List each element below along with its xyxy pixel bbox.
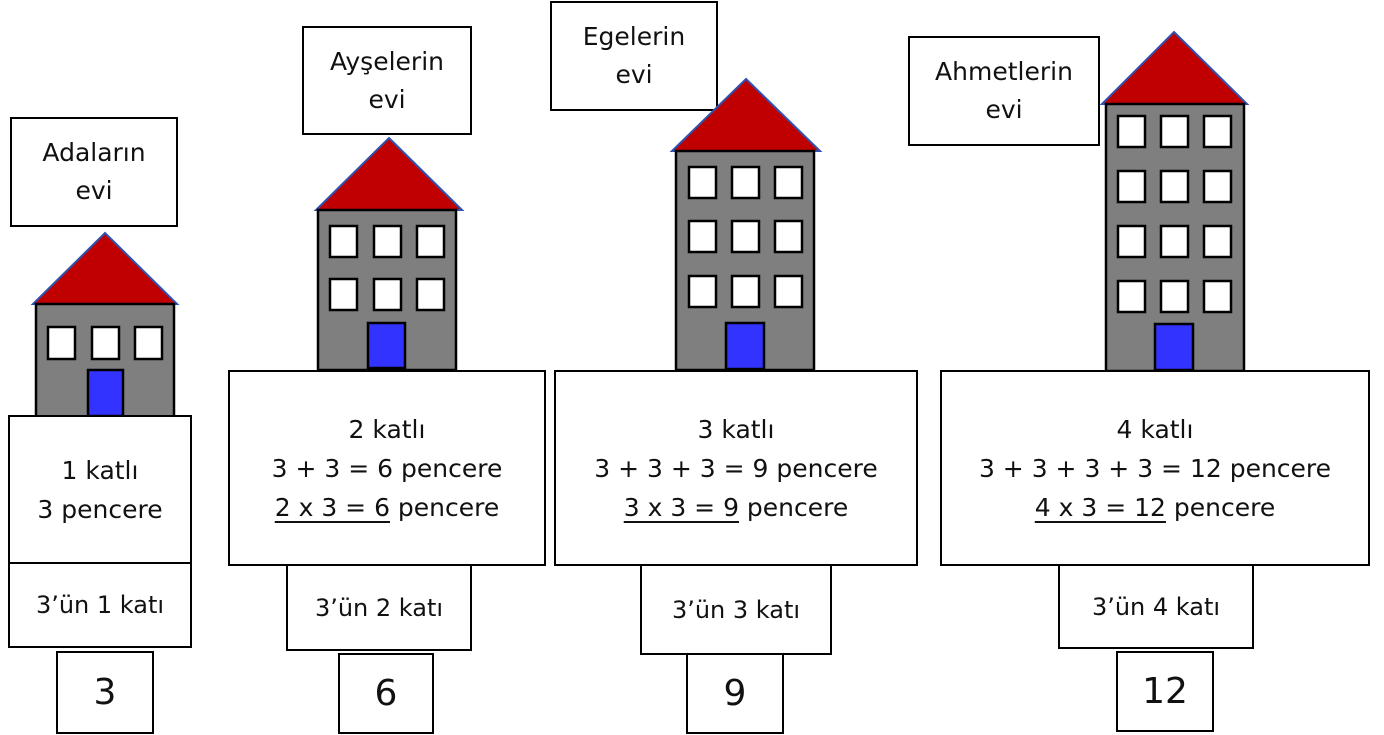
house-3-floors: 3 katlı (697, 414, 775, 444)
house-3-name-box: Egelerin evi (550, 1, 718, 111)
house-4-window (1202, 224, 1233, 259)
house-2-multiplication-rest: pencere (389, 492, 500, 522)
house-4-multiple-label: 3’ün 4 katı (1091, 592, 1221, 621)
house-1-name-line2: evi (75, 176, 113, 205)
house-3-door (724, 321, 766, 371)
house-2-window (328, 224, 359, 259)
house-1-name-box: Adaların evi (10, 117, 178, 227)
house-4-window (1159, 169, 1190, 204)
house-2-result-box: 6 (338, 653, 434, 734)
house-4-info-box: 4 katlı 3 + 3 + 3 + 3 = 12 pencere 4 x 3… (940, 370, 1370, 566)
house-4-roof (1099, 30, 1250, 105)
house-4-name-box: Ahmetlerin evi (908, 36, 1100, 146)
house-2-result: 6 (374, 673, 398, 714)
house-3-addition: 3 + 3 + 3 = 9 pencere (594, 453, 878, 483)
house-3-window (687, 219, 718, 254)
house-3-window (773, 219, 804, 254)
house-4-building (1099, 30, 1250, 373)
house-2-window (415, 224, 446, 259)
house-3-window (730, 165, 761, 200)
house-3-multiplication-underlined: 3 x 3 = 9 (623, 492, 739, 522)
house-2-window (415, 277, 446, 312)
house-3-multiplication: 3 x 3 = 9 pencere (624, 488, 849, 527)
house-2-window (372, 277, 403, 312)
house-4-name-line2: evi (985, 95, 1023, 124)
house-1-result-box: 3 (56, 651, 154, 734)
house-2-addition: 3 + 3 = 6 pencere (271, 453, 503, 483)
house-2-floors: 2 katlı (348, 414, 426, 444)
house-1-roof (30, 231, 180, 305)
house-3-info-box: 3 katlı 3 + 3 + 3 = 9 pencere 3 x 3 = 9 … (554, 370, 918, 566)
house-2-window (328, 277, 359, 312)
house-1-building (30, 231, 180, 420)
house-2-name-box: Ayşelerin evi (302, 26, 472, 135)
house-4-multiple-box: 3’ün 4 katı (1058, 564, 1254, 649)
house-1-windows: 3 pencere (37, 494, 163, 524)
house-4-result-box: 12 (1116, 651, 1214, 732)
house-4-multiplication-underlined: 4 x 3 = 12 (1034, 492, 1166, 522)
house-2-multiple-box: 3’ün 2 katı (286, 564, 472, 651)
house-3-result-box: 9 (686, 653, 784, 734)
house-3-multiplication-rest: pencere (738, 492, 849, 522)
house-2-building (313, 136, 465, 372)
house-3-window (687, 274, 718, 309)
house-2-multiplication: 2 x 3 = 6 pencere (275, 488, 500, 527)
house-4-name-line1: Ahmetlerin (935, 57, 1073, 86)
house-2-name-line2: evi (368, 84, 406, 114)
house-2-roof (313, 136, 465, 211)
house-1-window (133, 325, 164, 361)
house-3-window (773, 165, 804, 200)
house-2-multiple-label: 3’ün 2 katı (314, 593, 444, 622)
house-4-addition: 3 + 3 + 3 + 3 = 12 pencere (978, 453, 1332, 483)
house-1-result: 3 (93, 672, 117, 713)
house-4-floors: 4 katlı (1116, 414, 1194, 444)
house-3-name-line2: evi (615, 60, 653, 89)
house-4-window (1116, 169, 1147, 204)
house-4-door (1153, 322, 1195, 372)
house-3-multiple-label: 3’ün 3 katı (671, 595, 801, 624)
house-1-multiple-box: 3’ün 1 katı (8, 562, 192, 648)
house-4-window (1202, 279, 1233, 314)
house-4-window (1159, 279, 1190, 314)
house-1-multiple-label: 3’ün 1 katı (35, 591, 165, 619)
house-3-roof (669, 77, 823, 152)
house-4-multiplication-rest: pencere (1165, 492, 1276, 522)
house-1-door (86, 368, 125, 418)
house-2-info-box: 2 katlı 3 + 3 = 6 pencere 2 x 3 = 6 penc… (228, 370, 546, 566)
house-4-window (1159, 224, 1190, 259)
house-3-name-line1: Egelerin (582, 22, 686, 51)
house-4-window (1116, 224, 1147, 259)
house-4-result: 12 (1142, 671, 1188, 712)
house-1-window (90, 325, 121, 361)
house-3-window (773, 274, 804, 309)
house-4-window (1202, 169, 1233, 204)
house-2-multiplication-underlined: 2 x 3 = 6 (274, 492, 390, 522)
house-1-name-line1: Adaların (42, 138, 146, 167)
house-3-window (730, 219, 761, 254)
house-1-info-box: 1 katlı 3 pencere (8, 415, 192, 564)
house-3-window (687, 165, 718, 200)
house-1-window (46, 325, 77, 361)
house-4-window (1159, 114, 1190, 149)
house-2-name-line1: Ayşelerin (329, 46, 444, 76)
house-3-result: 9 (723, 673, 747, 714)
house-1-floors: 1 katlı (61, 455, 139, 485)
house-3-building (669, 77, 823, 372)
house-4-window (1116, 114, 1147, 149)
house-2-door (366, 321, 407, 370)
house-2-window (372, 224, 403, 259)
house-3-multiple-box: 3’ün 3 katı (640, 564, 832, 655)
house-4-window (1116, 279, 1147, 314)
house-4-window (1202, 114, 1233, 149)
house-3-window (730, 274, 761, 309)
house-4-multiplication: 4 x 3 = 12 pencere (1035, 488, 1275, 527)
